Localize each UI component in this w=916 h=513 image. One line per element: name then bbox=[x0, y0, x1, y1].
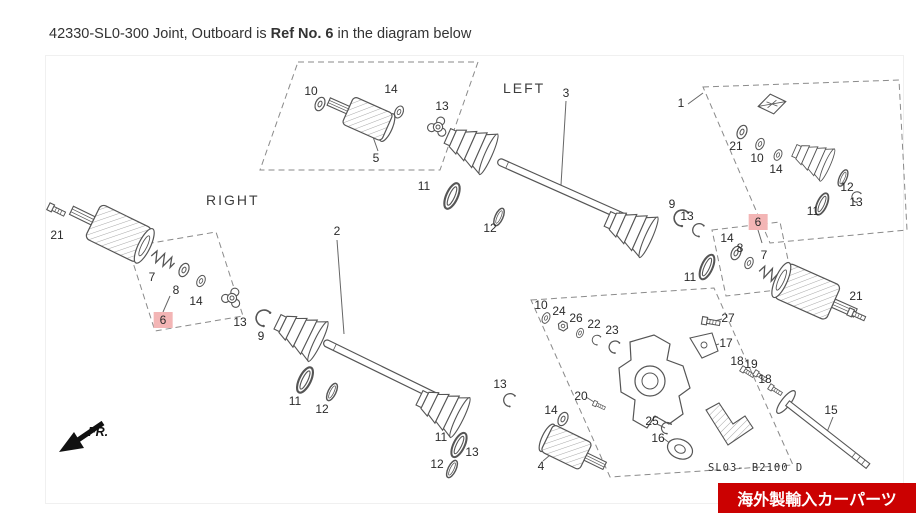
callout-9: 9 bbox=[668, 197, 676, 211]
callout-12: 12 bbox=[483, 221, 497, 235]
callout-5: 5 bbox=[372, 151, 380, 165]
leader-lines bbox=[162, 92, 834, 462]
right-driveshaft-assembly bbox=[46, 192, 612, 480]
callout-25: 25 bbox=[645, 414, 659, 428]
drawing-code: SL03- B2100 D bbox=[708, 462, 804, 474]
seller-banner: 海外製輸入カーパーツ bbox=[718, 483, 916, 513]
callout-2: 2 bbox=[333, 224, 341, 238]
callout-21: 21 bbox=[849, 289, 863, 303]
callout-14: 14 bbox=[384, 82, 398, 96]
header-text-after: in the diagram below bbox=[337, 26, 472, 42]
callout-10: 10 bbox=[750, 151, 764, 165]
callout-6: 6 bbox=[748, 214, 768, 230]
callout-13: 13 bbox=[493, 377, 507, 391]
callout-13: 13 bbox=[233, 315, 247, 329]
callout-13: 13 bbox=[680, 209, 694, 223]
callout-20: 20 bbox=[574, 389, 588, 403]
callout-11: 11 bbox=[288, 394, 302, 408]
callout-27: 27 bbox=[721, 311, 735, 325]
callout-15: 15 bbox=[824, 403, 838, 417]
callout-14: 14 bbox=[720, 231, 734, 245]
diagram-frame bbox=[45, 55, 904, 504]
callout-1: 1 bbox=[677, 96, 685, 110]
callout-22: 22 bbox=[587, 317, 601, 331]
callout-26: 26 bbox=[569, 311, 583, 325]
callout-10: 10 bbox=[304, 84, 318, 98]
callout-14: 14 bbox=[189, 294, 203, 308]
callout-8: 8 bbox=[736, 241, 744, 255]
right-side-label: RIGHT bbox=[206, 192, 260, 208]
callout-13: 13 bbox=[465, 445, 479, 459]
hub-bearing-bore bbox=[634, 365, 666, 397]
callout-24: 24 bbox=[552, 304, 566, 318]
callout-11: 11 bbox=[417, 179, 431, 193]
callout-21: 21 bbox=[729, 139, 743, 153]
callout-16: 16 bbox=[651, 431, 665, 445]
callout-19: 19 bbox=[744, 357, 758, 371]
callout-3: 3 bbox=[562, 86, 570, 100]
callout-7: 7 bbox=[760, 248, 768, 262]
callout-6: 6 bbox=[153, 312, 173, 328]
callout-14: 14 bbox=[769, 162, 783, 176]
hub-knuckle-group bbox=[539, 310, 871, 470]
callout-11: 11 bbox=[683, 270, 697, 284]
callout-17: 17 bbox=[719, 336, 733, 350]
callout-12: 12 bbox=[315, 402, 329, 416]
callout-21: 21 bbox=[50, 228, 64, 242]
left-driveshaft-assembly bbox=[312, 87, 867, 331]
hub-flange bbox=[666, 438, 694, 460]
intermediate-shaft bbox=[776, 390, 871, 470]
kit-box-inboard-left bbox=[259, 61, 479, 171]
callout-7: 7 bbox=[148, 270, 156, 284]
callout-12: 12 bbox=[840, 180, 854, 194]
callout-9: 9 bbox=[257, 329, 265, 343]
callout-18: 18 bbox=[730, 354, 744, 368]
bracket bbox=[689, 332, 719, 359]
callout-23: 23 bbox=[605, 323, 619, 337]
kit-box-hub-group bbox=[530, 287, 794, 478]
callout-10: 10 bbox=[534, 298, 548, 312]
kit-box-boot-set bbox=[702, 79, 908, 244]
callout-18: 18 bbox=[758, 372, 772, 386]
grease-packet bbox=[757, 93, 787, 115]
boot-kit-contents bbox=[734, 93, 863, 218]
fr-direction-label: FR. bbox=[88, 425, 109, 439]
callout-12: 12 bbox=[430, 457, 444, 471]
left-side-label: LEFT bbox=[503, 80, 546, 96]
header-ref-bold: Ref No. 6 bbox=[270, 26, 334, 42]
fr-direction-arrow bbox=[59, 420, 105, 452]
callout-13: 13 bbox=[435, 99, 449, 113]
hub-bearing-inner bbox=[641, 372, 659, 390]
banner-text: 海外製輸入カーパーツ bbox=[737, 492, 897, 509]
header-text-before: 42330-SL0-300 Joint, Outboard is bbox=[49, 26, 267, 42]
callout-8: 8 bbox=[172, 283, 180, 297]
lower-fork bbox=[705, 402, 754, 446]
callout-13: 13 bbox=[849, 195, 863, 209]
callout-14: 14 bbox=[544, 403, 558, 417]
callout-11: 11 bbox=[806, 204, 820, 218]
callout-11: 11 bbox=[434, 430, 448, 444]
callout-4: 4 bbox=[537, 459, 545, 473]
